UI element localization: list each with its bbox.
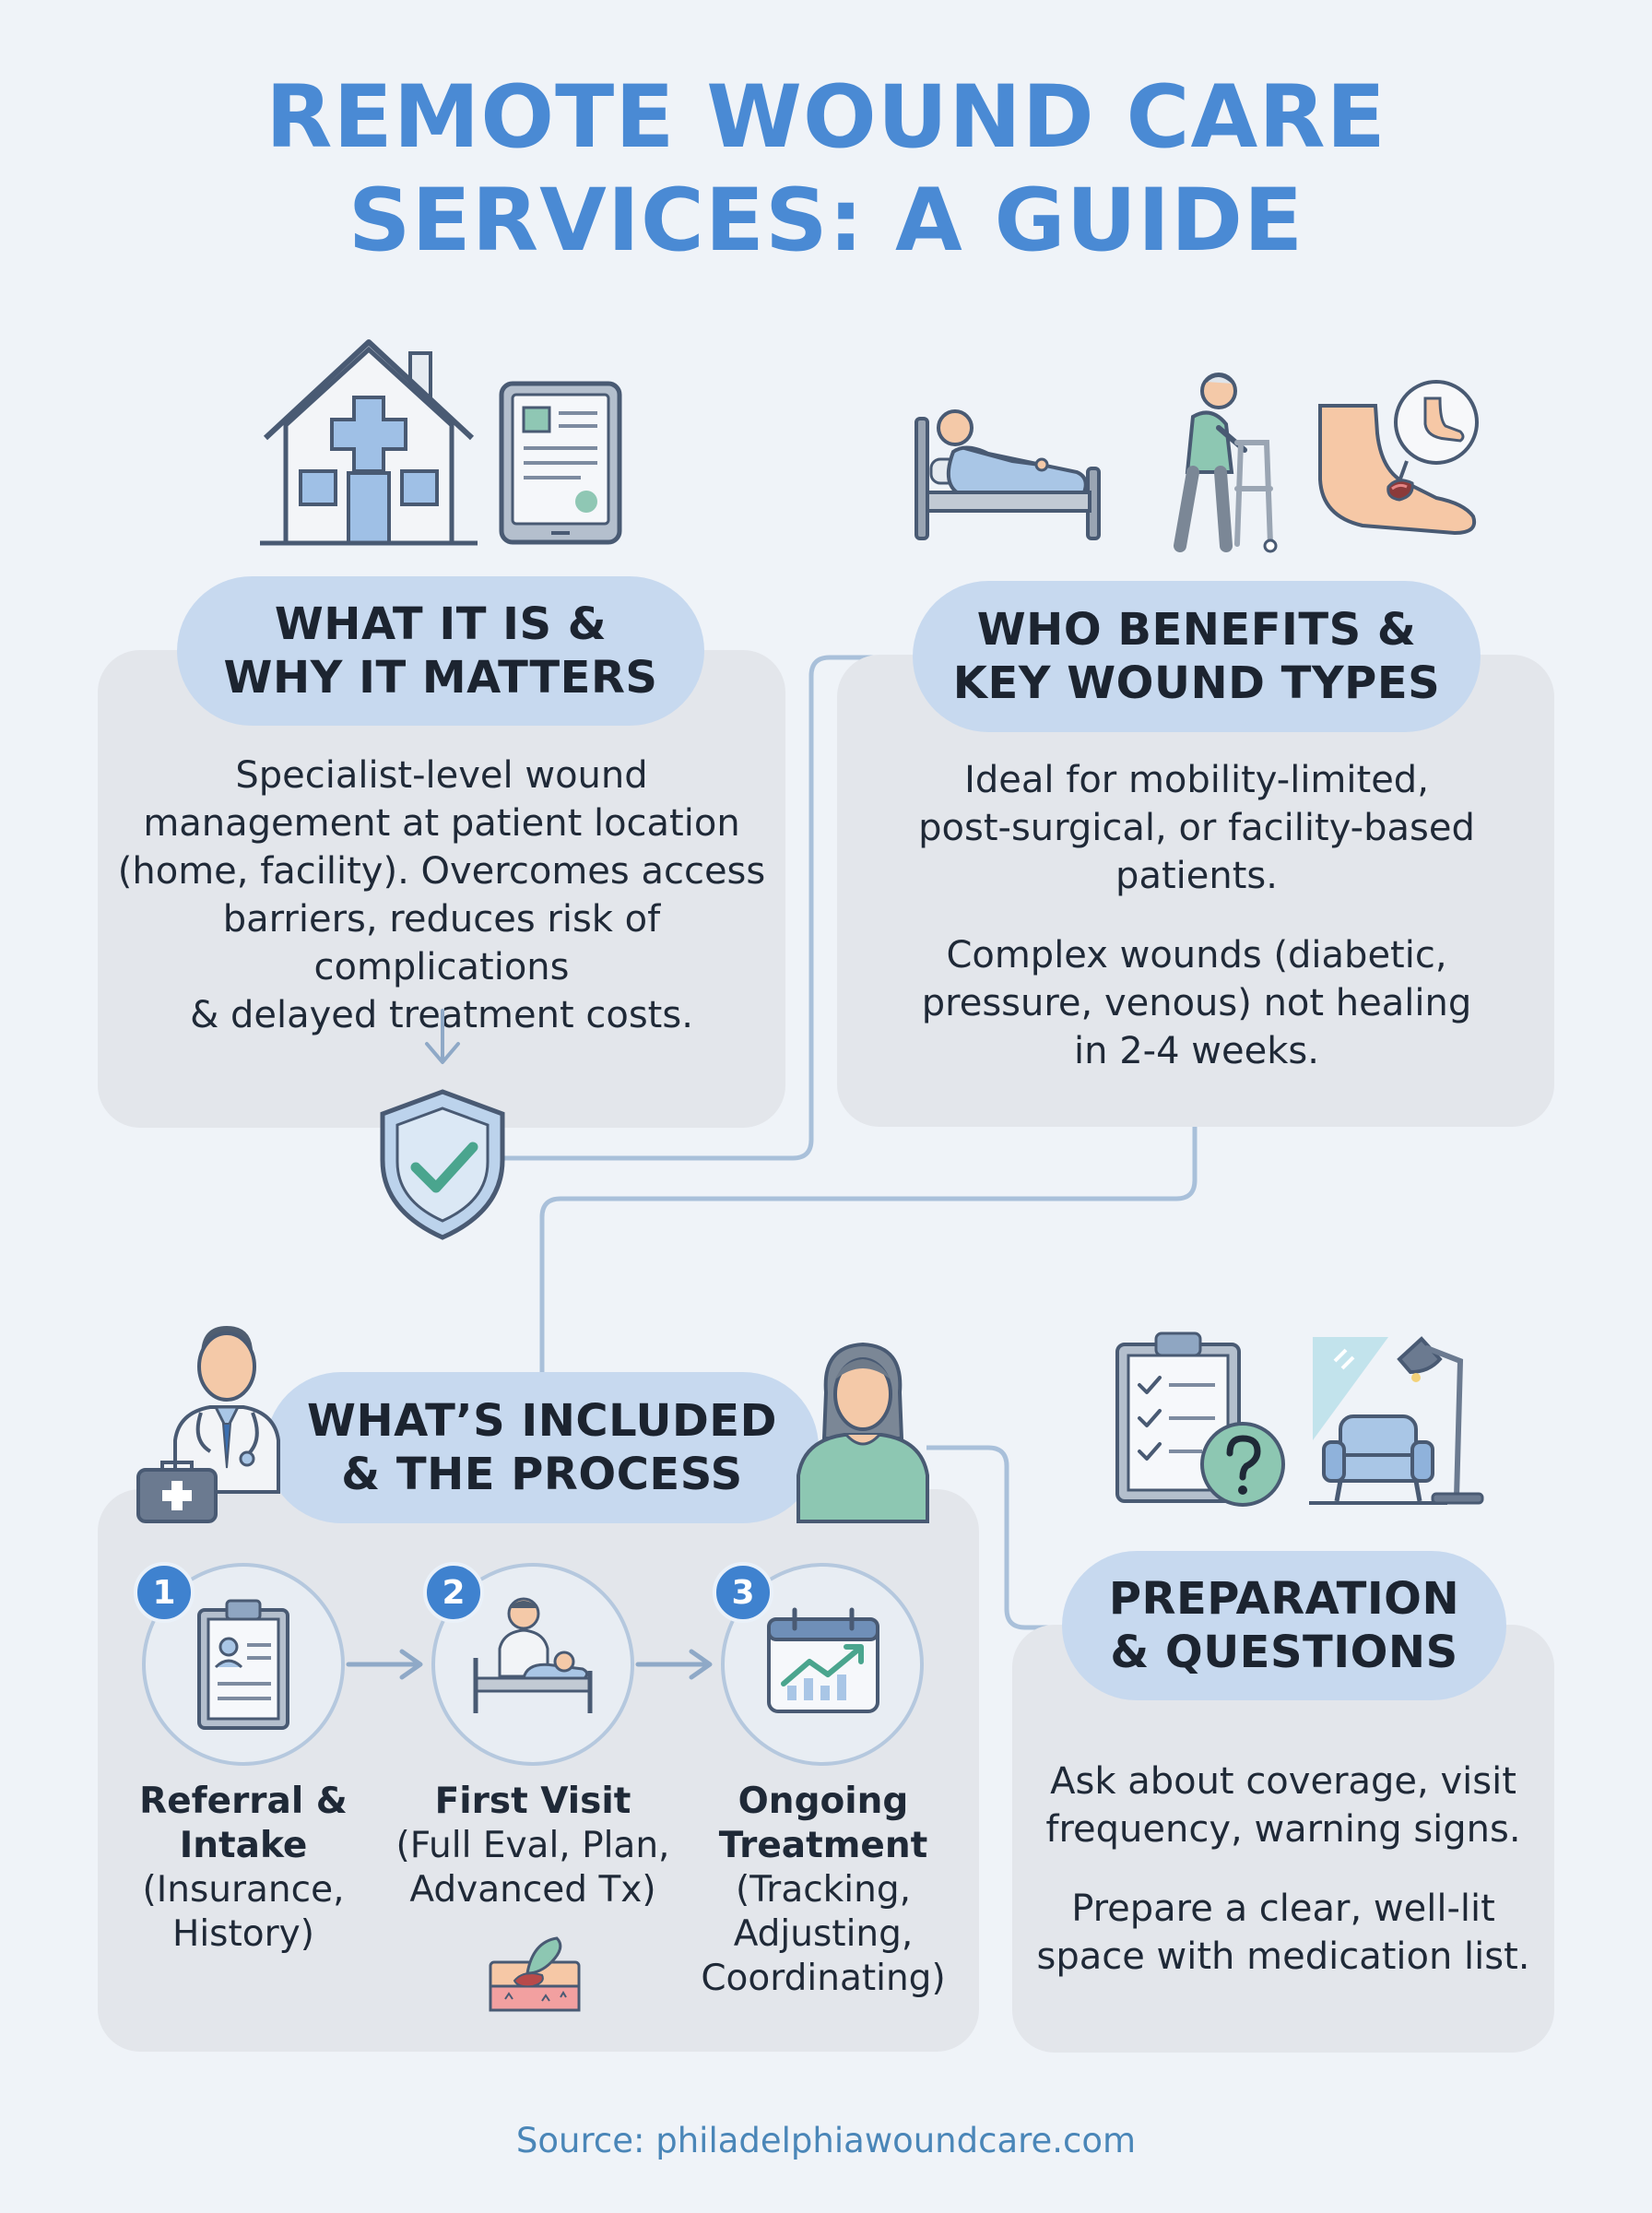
tablet-record-icon bbox=[499, 381, 622, 545]
who-benefits-line: patients. bbox=[1115, 855, 1278, 897]
patient-bed-icon bbox=[914, 409, 1101, 540]
down-arrow-icon bbox=[425, 1009, 460, 1064]
who-benefits-paragraph-2: Complex wounds (diabetic, pressure, veno… bbox=[846, 931, 1547, 1075]
preparation-line: Ask about coverage, visit bbox=[1050, 1760, 1516, 1803]
who-benefits-line: pressure, venous) not healing bbox=[921, 982, 1472, 1024]
what-it-is-line: Specialist-level wound bbox=[235, 754, 648, 797]
step-2-title: First Visit bbox=[434, 1781, 631, 1822]
what-it-is-heading-line-1: WHAT IT IS & bbox=[274, 598, 608, 650]
title-line-2: SERVICES: A GUIDE bbox=[348, 171, 1304, 271]
who-benefits-line: post-surgical, or facility-based bbox=[918, 807, 1475, 849]
foot-wound-icon bbox=[1318, 380, 1479, 536]
preparation-body: Ask about coverage, visit frequency, war… bbox=[1018, 1757, 1549, 1981]
step-3-title: Treatment bbox=[718, 1825, 928, 1866]
medical-kit-icon bbox=[136, 1461, 218, 1523]
armchair-icon bbox=[1309, 1414, 1447, 1505]
shield-check-icon bbox=[380, 1089, 505, 1240]
preparation-line: Prepare a clear, well-lit bbox=[1071, 1888, 1495, 1930]
bedside-visit-icon bbox=[473, 1597, 593, 1713]
preparation-paragraph-2: Prepare a clear, well-lit space with med… bbox=[1018, 1885, 1549, 1981]
who-benefits-line: Complex wounds (diabetic, bbox=[946, 934, 1447, 976]
step-3-detail: (Tracking, bbox=[736, 1869, 911, 1911]
title-line-1: REMOTE WOUND CARE bbox=[266, 67, 1386, 168]
preparation-heading-line-1: PREPARATION bbox=[1108, 1573, 1460, 1625]
who-benefits-heading-line-2: KEY WOUND TYPES bbox=[952, 657, 1441, 709]
step-1-badge: 1 bbox=[134, 1562, 195, 1623]
preparation-heading-line-2: & QUESTIONS bbox=[1110, 1627, 1458, 1678]
window-icon bbox=[1313, 1337, 1388, 1440]
elderly-walker-icon bbox=[1174, 373, 1278, 553]
who-benefits-heading-line-1: WHO BENEFITS & bbox=[976, 604, 1417, 656]
step-3-badge: 3 bbox=[713, 1562, 773, 1623]
what-it-is-line: management at patient location bbox=[143, 802, 740, 845]
what-it-is-line: (home, facility). Overcomes access bbox=[117, 850, 766, 893]
who-benefits-paragraph-1: Ideal for mobility-limited, post-surgica… bbox=[846, 756, 1547, 900]
preparation-paragraph-1: Ask about coverage, visit frequency, war… bbox=[1018, 1757, 1549, 1853]
what-it-is-line: barriers, reduces risk of complications bbox=[222, 898, 661, 988]
step-arrow-icon bbox=[635, 1649, 713, 1680]
step-3-label: Ongoing Treatment (Tracking, Adjusting, … bbox=[682, 1780, 964, 2001]
step-1-detail: History) bbox=[172, 1913, 314, 1955]
who-benefits-card bbox=[837, 655, 1554, 1127]
preparation-line: frequency, warning signs. bbox=[1045, 1808, 1521, 1851]
who-benefits-line: in 2-4 weeks. bbox=[1074, 1030, 1319, 1072]
process-heading: WHAT’S INCLUDED & THE PROCESS bbox=[266, 1372, 819, 1523]
step-2-detail: Advanced Tx) bbox=[409, 1869, 656, 1911]
step-3-title: Ongoing bbox=[738, 1781, 909, 1822]
preparation-line: space with medication list. bbox=[1036, 1935, 1530, 1978]
progress-calendar-icon bbox=[767, 1607, 879, 1713]
step-1-title: Intake bbox=[179, 1825, 308, 1866]
lamp-icon bbox=[1397, 1336, 1484, 1505]
step-1-title: Referral & bbox=[139, 1781, 348, 1822]
step-1-label: Referral & Intake (Insurance, History) bbox=[107, 1780, 380, 1957]
question-icon bbox=[1200, 1422, 1285, 1507]
who-benefits-body: Ideal for mobility-limited, post-surgica… bbox=[846, 756, 1547, 1075]
step-3-detail: Adjusting, bbox=[733, 1913, 914, 1955]
step-2-detail: (Full Eval, Plan, bbox=[395, 1825, 670, 1866]
intake-form-icon bbox=[197, 1599, 289, 1730]
preparation-heading: PREPARATION & QUESTIONS bbox=[1062, 1551, 1506, 1700]
step-2-label: First Visit (Full Eval, Plan, Advanced T… bbox=[385, 1780, 680, 1912]
what-it-is-heading-line-2: WHY IT MATTERS bbox=[223, 652, 658, 704]
who-benefits-line: Ideal for mobility-limited, bbox=[964, 759, 1429, 801]
step-1-detail: (Insurance, bbox=[142, 1869, 345, 1911]
skin-wound-icon bbox=[489, 1936, 581, 2012]
house-medical-icon bbox=[260, 339, 478, 546]
process-heading-line-1: WHAT’S INCLUDED bbox=[307, 1395, 777, 1447]
what-it-is-heading: WHAT IT IS & WHY IT MATTERS bbox=[177, 576, 704, 726]
step-arrow-icon bbox=[346, 1649, 423, 1680]
who-benefits-heading: WHO BENEFITS & KEY WOUND TYPES bbox=[913, 581, 1481, 732]
what-it-is-body: Specialist-level wound management at pat… bbox=[103, 751, 780, 1039]
woman-patient-icon bbox=[796, 1342, 929, 1523]
step-3-detail: Coordinating) bbox=[701, 1958, 946, 1999]
source-credit: Source: philadelphiawoundcare.com bbox=[515, 2121, 1137, 2160]
page-title: REMOTE WOUND CARE SERVICES: A GUIDE bbox=[0, 66, 1652, 273]
step-2-badge: 2 bbox=[423, 1562, 484, 1623]
process-heading-line-2: & THE PROCESS bbox=[341, 1449, 743, 1500]
